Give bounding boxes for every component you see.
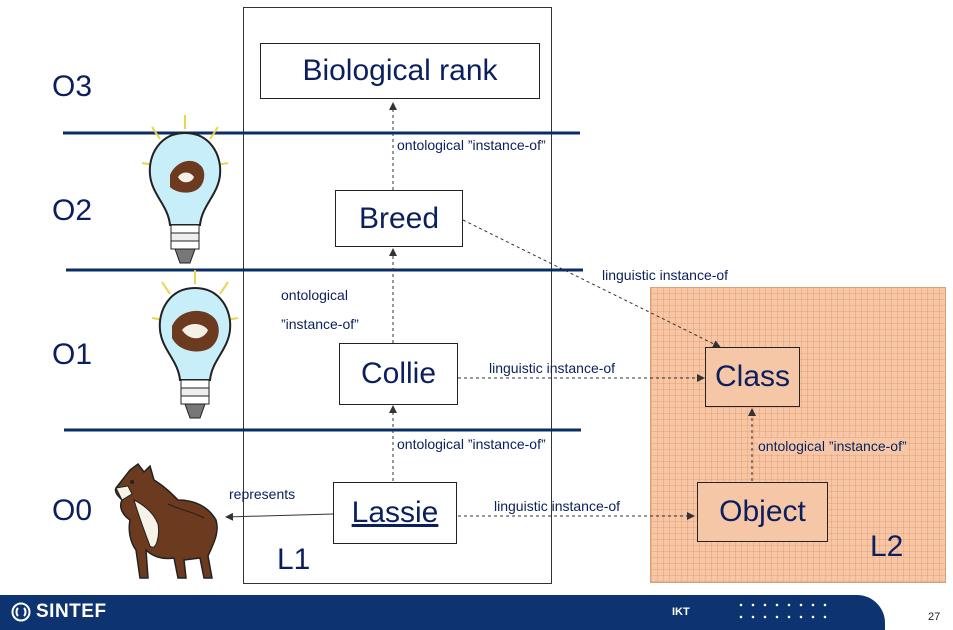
node-class[interactable]: Class <box>705 347 800 407</box>
label-collie-to-breed-2: ”instance-of” <box>281 316 359 332</box>
label-lassie-to-collie: ontological ”instance-of” <box>397 436 546 452</box>
label-breed-to-rank: ontological ”instance-of” <box>397 137 546 153</box>
arrow-represents <box>225 512 334 521</box>
label-lassie-to-object: linguistic instance-of <box>494 498 621 514</box>
label-breed-to-class: linguistic instance-of <box>602 267 729 283</box>
level-o0: O0 <box>52 494 93 527</box>
label-collie-to-class: linguistic instance-of <box>489 360 616 376</box>
page-number: 27 <box>928 611 941 623</box>
label-object-to-class: ontological ”instance-of” <box>758 438 907 454</box>
level-o3: O3 <box>52 70 93 103</box>
footer: SINTEF IKT 27 <box>0 595 953 630</box>
node-object[interactable]: Object <box>697 482 828 542</box>
label-collie-to-breed-1: ontological <box>281 287 348 303</box>
frame-label-l1: L1 <box>277 543 311 576</box>
lightbulb-collie-icon <box>140 113 230 273</box>
footer-logo-text: SINTEF <box>36 601 107 622</box>
node-breed[interactable]: Breed <box>335 190 463 247</box>
lightbulb-collie-icon <box>150 268 240 428</box>
node-biological-rank[interactable]: Biological rank <box>260 43 540 99</box>
footer-dots <box>735 599 835 625</box>
footer-dept: IKT <box>672 606 690 618</box>
frame-label-l2: L2 <box>870 530 904 563</box>
label-represents: represents <box>229 486 296 502</box>
collie-dog-icon <box>108 460 223 585</box>
level-o2: O2 <box>52 194 93 227</box>
arrow-breed-to-class <box>462 219 721 348</box>
node-collie[interactable]: Collie <box>339 343 458 405</box>
sintef-logo-icon <box>11 602 31 627</box>
node-lassie[interactable]: Lassie <box>333 482 457 544</box>
level-o1: O1 <box>52 338 93 371</box>
l1-frame <box>243 7 552 584</box>
